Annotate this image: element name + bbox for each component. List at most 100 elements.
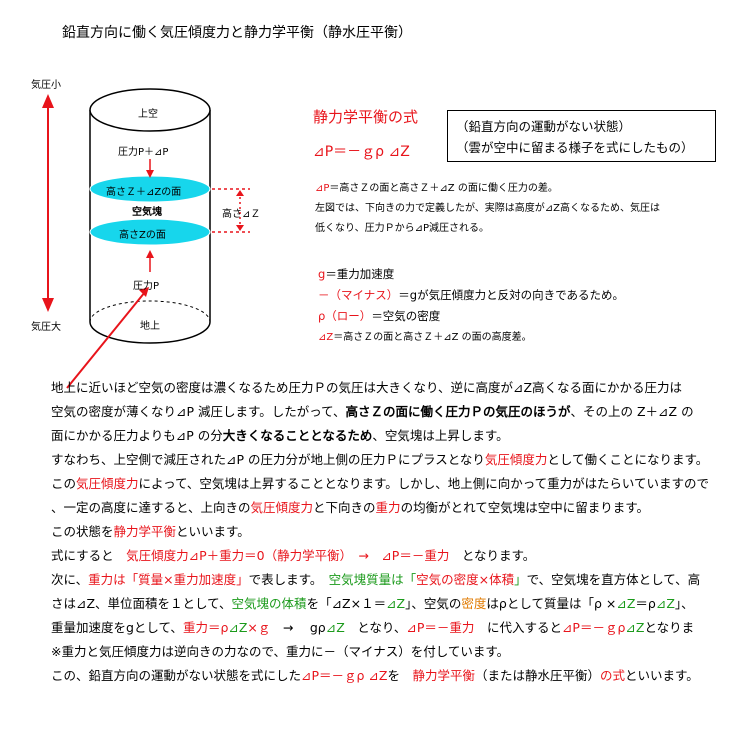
- text-span-green: ⊿Z: [625, 620, 644, 635]
- text-span: に代入すると: [474, 620, 562, 635]
- text-span: を「⊿Z×１＝: [307, 596, 387, 611]
- rho-definition: ＝空気の密度: [371, 309, 440, 323]
- rho-symbol: ρ（ロー）: [318, 309, 371, 323]
- pressure-axis-arrow: [42, 94, 54, 312]
- body-line-7: この状態を静力学平衡といいます。: [51, 520, 741, 544]
- pointer-arrow: [67, 287, 149, 388]
- body-line-12: ※重力と気圧傾度力は逆向きの力なので、重力に－（マイナス）を付しています。: [51, 640, 741, 664]
- body-line-3: 面にかかる圧力よりも⊿P の分大きくなることとなるため、空気塊は上昇します。: [51, 424, 741, 448]
- text-span-green: 空気塊質量は「: [329, 572, 417, 587]
- variable-list: g＝重力加速度 －（マイナス）＝gが気圧傾度力と反対の向きであるため。 ρ（ロー…: [318, 264, 624, 348]
- text-span: 、その上の Z＋⊿Z の: [571, 404, 694, 419]
- up-force-arrow: [146, 250, 154, 272]
- text-span-red: 気圧傾度力: [251, 500, 314, 515]
- text-span-red: 空気の密度×体積: [416, 572, 514, 587]
- text-span: 、空気塊は上昇します。: [372, 428, 508, 443]
- text-span: 」、空気の: [405, 596, 461, 611]
- text-span-red: ⊿P＝－ｇρ: [562, 620, 625, 635]
- text-span: 次に、: [51, 572, 88, 587]
- body-line-11: 重量加速度をgとして、重力＝ρ⊿Z×ｇ → gρ⊿Z となり、⊿P＝－重力 に代…: [51, 616, 741, 640]
- air-parcel-label: 空気塊: [132, 203, 162, 218]
- text-span: 面にかかる圧力よりも⊿P の分: [51, 428, 223, 443]
- text-span: で表します。: [249, 572, 329, 587]
- text-span: といいます。: [176, 524, 250, 539]
- body-line-4: すなわち、上空側で減圧された⊿P の圧力分が地上側の圧力Ｐにプラスとなり気圧傾度…: [51, 448, 741, 472]
- note-line-1: （鉛直方向の運動がない状態）: [456, 116, 715, 137]
- text-span-green: ⊿Z: [616, 596, 635, 611]
- sky-label: 上空: [138, 105, 158, 120]
- text-span: 重量加速度をgとして、: [51, 620, 183, 635]
- body-line-5: この気圧傾度力によって、空気塊は上昇することとなります。しかし、地上側に向かって…: [51, 472, 741, 496]
- text-span-green: ⊿Z: [326, 620, 345, 635]
- text-span: 」、: [675, 596, 694, 611]
- text-span: として働くことになります。: [547, 452, 708, 467]
- text-span: によって、空気塊は上昇することとなります。しかし、地上側に向かって重力がはたらい…: [139, 476, 710, 491]
- definitions: ⊿P＝高さＺの面と高さＺ＋⊿Z の面に働く圧力の差。 左図では、下向きの力で定義…: [315, 179, 660, 239]
- text-span-red: ×ｇ: [247, 620, 270, 635]
- text-span-red: 重力は「質量×重力加速度」: [88, 572, 248, 587]
- text-span-green: 」: [514, 572, 527, 587]
- text-span-green: ⊿Z: [656, 596, 675, 611]
- dp-symbol: ⊿P: [315, 183, 329, 194]
- body-line-10: さは⊿Z、単位面積を１として、空気塊の体積を「⊿Z×１＝⊿Z」、空気の密度はρと…: [51, 592, 741, 616]
- pressure-low-label: 気圧小: [31, 76, 61, 91]
- text-span: 、一定の高度に達すると、上向きの: [51, 500, 251, 515]
- text-span-green: ⊿Z: [228, 620, 247, 635]
- text-span-red: 重力＝ρ: [183, 620, 228, 635]
- text-span: となります。: [449, 548, 535, 563]
- text-span-green: ⊿Z: [386, 596, 405, 611]
- text-span: → gρ: [270, 620, 325, 635]
- text-span-red: 気圧傾度力⊿P＋重力＝0（静力学平衡） → ⊿P＝－重力: [126, 548, 449, 563]
- text-span: この状態を: [51, 524, 114, 539]
- text-span: 式にすると: [51, 548, 126, 563]
- down-force-arrow: [146, 159, 154, 178]
- pressure-high-label: 気圧大: [31, 318, 61, 333]
- surface-top-label: 高さＺ＋⊿Zの面: [106, 183, 181, 198]
- text-span-red: 静力学平衡: [413, 668, 476, 683]
- text-span: を: [387, 668, 412, 683]
- text-span-bold: 高さＺの面に働く圧力Ｐの気圧のほうが: [346, 404, 571, 419]
- text-span: といいます。: [625, 668, 699, 683]
- text-span: （または静水圧平衡）: [475, 668, 600, 683]
- text-span: すなわち、上空側で減圧された⊿P の圧力分が地上側の圧力Ｐにプラスとなり: [51, 452, 485, 467]
- body-line-1: 地上に近いほど空気の密度は濃くなるため圧力Ｐの気圧は大きくなり、逆に高度が⊿Z高…: [51, 376, 741, 400]
- definition-line-3: 低くなり、圧力Ｐから⊿P減圧される。: [315, 219, 660, 239]
- text-span: の均衡がとれて空気塊は空中に留まります。: [401, 500, 649, 515]
- formula-title: 静力学平衡の式: [313, 106, 418, 127]
- text-span-red: ⊿P＝－重力: [406, 620, 474, 635]
- ground-label: 地上: [140, 317, 160, 332]
- text-span: となり、: [345, 620, 407, 635]
- text-span: さは⊿Z、単位面積を１として、: [51, 596, 232, 611]
- text-span: はρとして質量は「ρ ×: [486, 596, 616, 611]
- note-line-2: （雲が空中に留まる様子を式にしたもの）: [456, 137, 715, 158]
- body-line-6: 、一定の高度に達すると、上向きの気圧傾度力と下向きの重力の均衡がとれて空気塊は空…: [51, 496, 741, 520]
- text-span: と下向きの: [313, 500, 376, 515]
- minus-definition: ＝gが気圧傾度力と反対の向きであるため。: [398, 288, 624, 302]
- dz-definition: ＝高さＺの面と高さＺ＋⊿Z の面の高度差。: [333, 332, 531, 343]
- text-span-red: 気圧傾度力: [485, 452, 548, 467]
- height-diff-label: 高さ⊿Ｚ: [222, 205, 260, 220]
- text-span-bold: 大きくなることとなるため: [223, 428, 373, 443]
- text-span-red: 重力: [376, 500, 401, 515]
- text-span: 空気の密度が薄くなり⊿P 減圧します。したがって、: [51, 404, 346, 419]
- text-span: この、鉛直方向の運動がない状態を式にした: [51, 668, 301, 683]
- body-line-8: 式にすると 気圧傾度力⊿P＋重力＝0（静力学平衡） → ⊿P＝－重力 となります…: [51, 544, 741, 568]
- body-line-13: この、鉛直方向の運動がない状態を式にした⊿P＝－ｇρ ⊿Zを 静力学平衡（または…: [51, 664, 741, 688]
- text-span: この: [51, 476, 76, 491]
- dp-definition: ＝高さＺの面と高さＺ＋⊿Z の面に働く圧力の差。: [329, 183, 557, 194]
- pressure-top-label: 圧力P＋⊿P: [118, 143, 168, 158]
- text-span-red: 静力学平衡: [114, 524, 177, 539]
- note-box: （鉛直方向の運動がない状態） （雲が空中に留まる様子を式にしたもの）: [447, 110, 716, 162]
- text-span: となりま: [644, 620, 694, 635]
- surface-bottom-label: 高さZの面: [119, 226, 166, 241]
- body-text: 地上に近いほど空気の密度は濃くなるため圧力Ｐの気圧は大きくなり、逆に高度が⊿Z高…: [51, 376, 741, 688]
- definition-line-2: 左図では、下向きの力で定義したが、実際は高度が⊿Z高くなるため、気圧は: [315, 199, 660, 219]
- dz-symbol: ⊿Z: [318, 332, 333, 343]
- body-line-9: 次に、重力は「質量×重力加速度」で表します。 空気塊質量は「空気の密度×体積」で…: [51, 568, 741, 592]
- formula-equation: ⊿P＝－ｇρ ⊿Z: [313, 141, 410, 161]
- g-definition: ＝重力加速度: [325, 267, 394, 281]
- text-span-red: ⊿P＝－ｇρ ⊿Z: [301, 668, 387, 683]
- pressure-bottom-label: 圧力P: [133, 277, 159, 292]
- minus-symbol: －（マイナス）: [318, 288, 398, 302]
- body-line-2: 空気の密度が薄くなり⊿P 減圧します。したがって、高さＺの面に働く圧力Ｐの気圧の…: [51, 400, 741, 424]
